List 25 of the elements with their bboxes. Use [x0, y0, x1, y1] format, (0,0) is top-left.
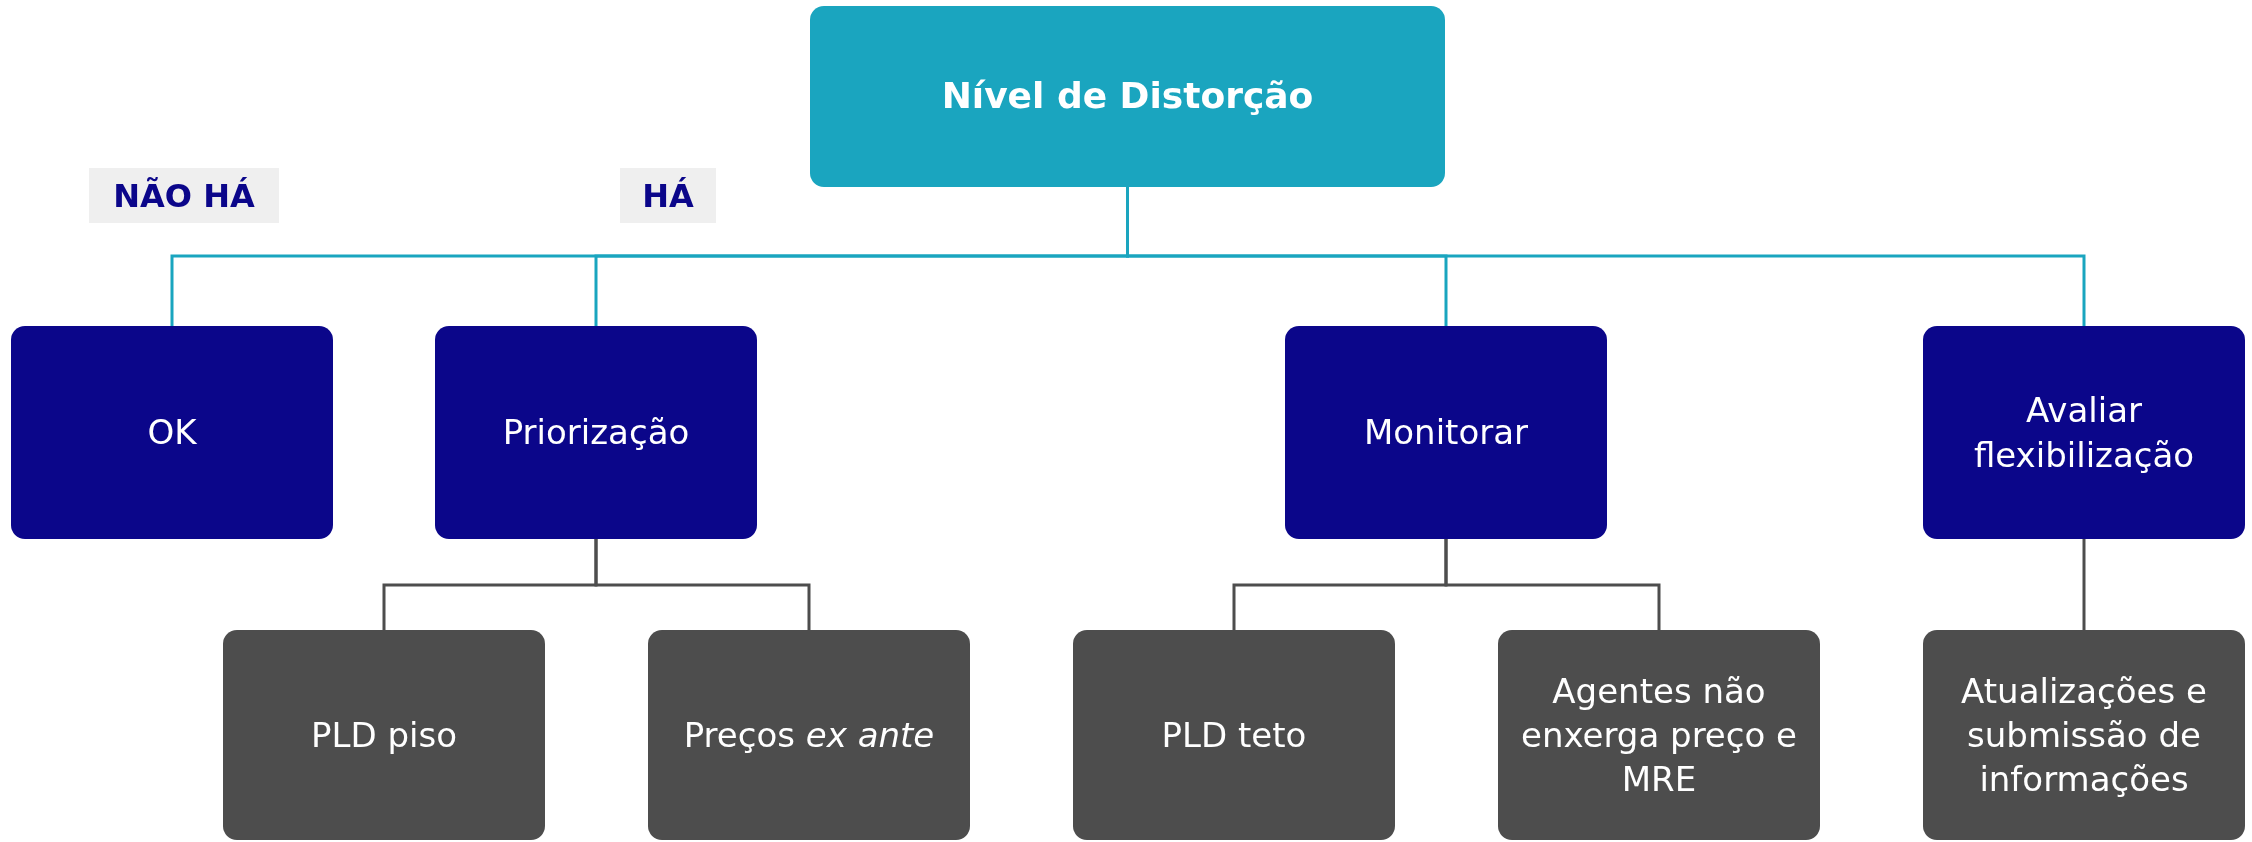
node-text: PLD piso — [311, 713, 457, 757]
category-box — [1285, 326, 1607, 539]
node-text: Monitorar — [1363, 411, 1529, 455]
node-text: PLD teto — [1161, 713, 1307, 757]
root-box — [810, 6, 1445, 187]
branch-tag: HÁ — [620, 168, 716, 223]
connector-line — [594, 539, 811, 630]
node-text: Priorização — [502, 411, 690, 455]
node-text: Nível de Distorção — [941, 74, 1314, 119]
node-text: OK — [147, 411, 197, 455]
node-text: Avaliar flexibilização — [1972, 389, 2196, 477]
action-box — [1498, 630, 1820, 840]
connector-line — [2082, 539, 2086, 630]
node-text: Agentes não enxerga preço e MRE — [1520, 669, 1798, 802]
action-box — [223, 630, 545, 840]
connector-line — [1444, 539, 1661, 630]
action-box — [1923, 630, 2245, 840]
branch-tag: NÃO HÁ — [89, 168, 279, 223]
category-box — [11, 326, 333, 539]
category-box — [1923, 326, 2245, 539]
node-text: Atualizações e submissão de informações — [1960, 669, 2208, 802]
category-box — [435, 326, 757, 539]
action-box — [1073, 630, 1395, 840]
node-text: Preços ex ante — [683, 713, 935, 757]
action-box — [648, 630, 970, 840]
